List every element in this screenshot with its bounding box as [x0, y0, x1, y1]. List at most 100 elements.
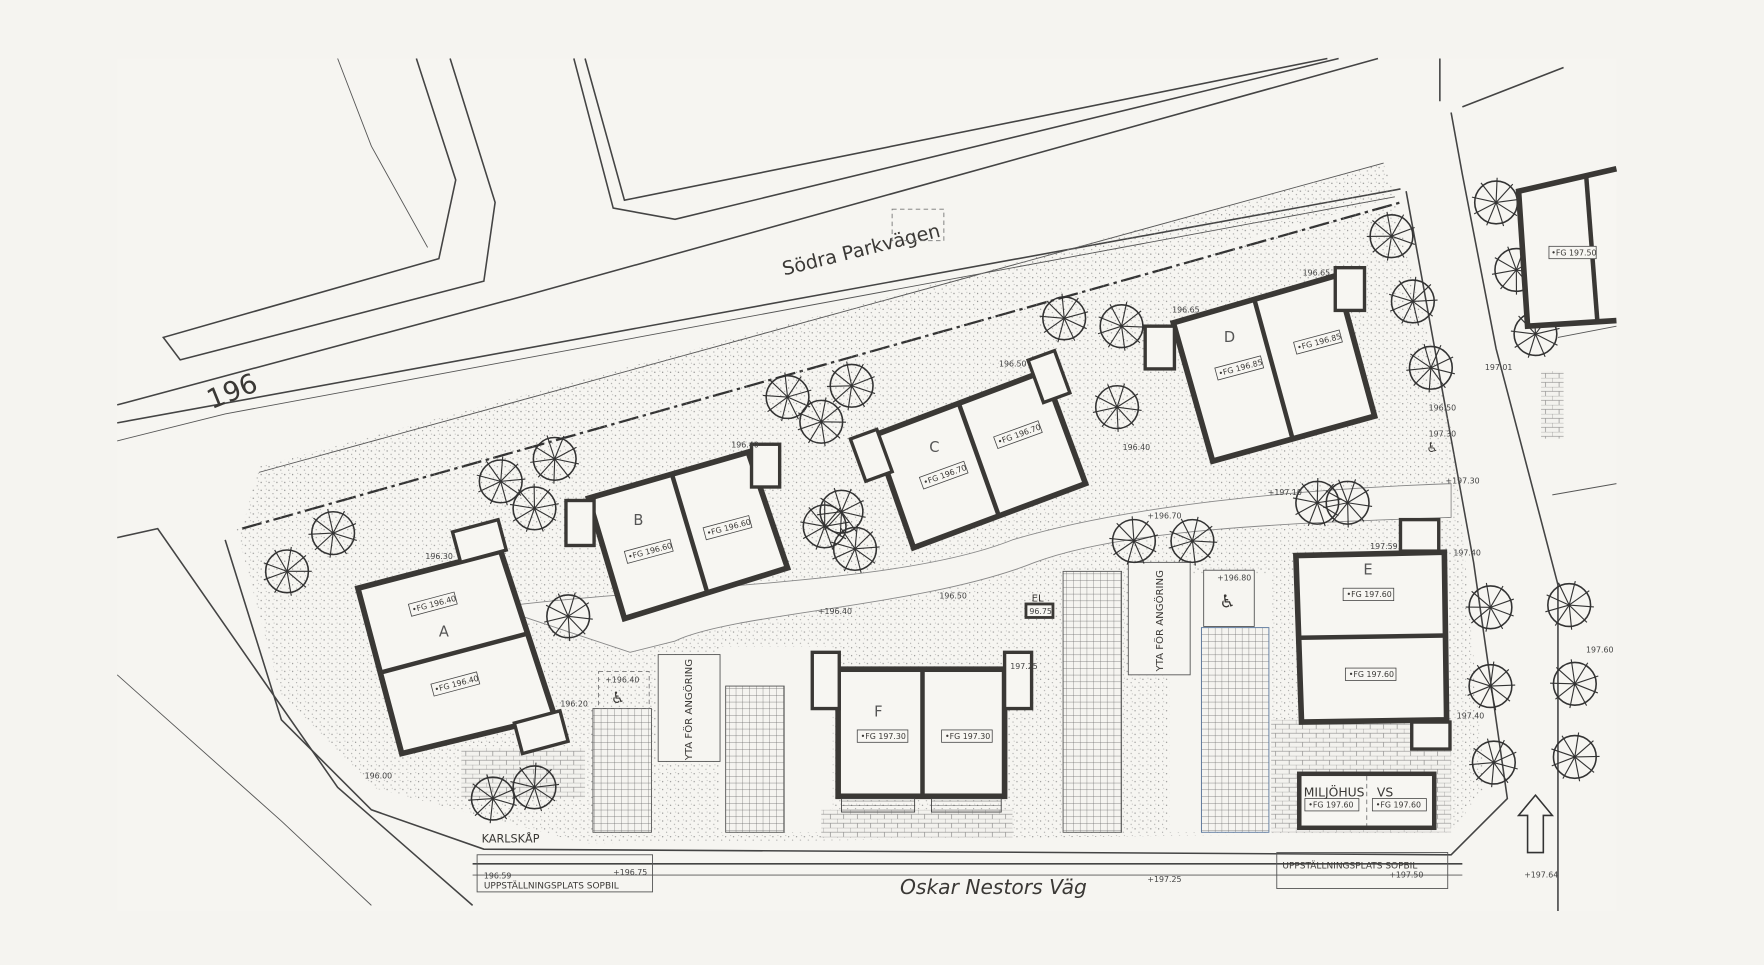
tree-icon: [1092, 383, 1142, 432]
vs-label: VS: [1377, 785, 1393, 799]
tree-icon: [263, 546, 312, 596]
elevation-label: +196.70: [1147, 511, 1181, 520]
sopbil-label-east: UPPSTÄLLNINGSPLATS SOPBIL: [1282, 860, 1417, 871]
tree-icon: [468, 774, 517, 824]
drop-off-areas: YTA FÖR ANGÖRING YTA FÖR ANGÖRING ♿ ♿ ♿: [598, 440, 1438, 762]
elevation-label: 197.60: [1586, 645, 1614, 654]
parking-areas: [592, 570, 1270, 833]
elevation-label: +197.25: [1147, 875, 1181, 884]
accessible-parking-icon: ♿: [1219, 591, 1235, 612]
floor-level-label: •FG 197.60: [1349, 670, 1394, 679]
tree-icon: [762, 372, 812, 422]
elevation-labels: 196.50 196.65 196.65 197.01 196.50 +197.…: [365, 269, 1614, 884]
elevation-label: 196.65: [1303, 269, 1331, 278]
karlskap-label: KARLSKÅP: [482, 832, 540, 845]
tree-icon: [1039, 293, 1089, 343]
tree-icon: [1469, 738, 1518, 788]
elevation-label: 197.40: [1457, 712, 1485, 721]
el-label: EL: [1032, 594, 1044, 605]
building-label: B: [633, 512, 643, 529]
floor-level-label: •FG 197.50: [1551, 248, 1596, 257]
building-e: E •FG 197.60 •FG 197.60: [1292, 517, 1452, 751]
tree-icon: [1168, 516, 1218, 566]
elevation-label: 196.20: [560, 699, 588, 708]
parking-grid: [1062, 570, 1123, 833]
elevation-label: 196.50: [939, 591, 967, 600]
elevation-label: 196.50: [1429, 404, 1457, 413]
elevation-label: 197.59: [1370, 542, 1398, 551]
miljohus: MILJÖHUS VS •FG 197.60 •FG 197.60: [1297, 771, 1437, 831]
building-label: A: [439, 624, 449, 641]
sopbil-label-west: UPPSTÄLLNINGSPLATS SOPBIL: [484, 881, 619, 892]
floor-level-label: •FG 197.60: [1376, 801, 1421, 810]
elevation-label: 197.40: [1453, 549, 1481, 558]
building-c: C •FG 196.70 •FG 196.70: [848, 348, 1090, 552]
elevation-label: +197.64: [1524, 870, 1558, 879]
tree-icon: [1550, 659, 1599, 709]
tree-icon: [1097, 301, 1147, 351]
elevation-label: +197.30: [1445, 477, 1479, 486]
tree-icon: [831, 524, 880, 573]
elevation-label: +196.40: [818, 607, 852, 616]
accessible-parking-icon: ♿: [1426, 440, 1438, 456]
tree-icon: [1389, 276, 1438, 326]
elevation-label: +197.10: [1268, 488, 1302, 497]
electrical-box: EL 96.75: [1024, 594, 1055, 619]
elevation-label: 197.30: [1429, 429, 1457, 438]
elevation-label: 197.01: [1485, 363, 1513, 372]
tree-icon: [816, 487, 866, 537]
tree-icon: [1292, 477, 1342, 527]
elevation-label: 196.30: [425, 552, 453, 561]
building-label: C: [929, 439, 939, 456]
building-b: B •FG 196.60 •FG 196.60: [564, 442, 792, 623]
street-name-south: Oskar Nestors Väg: [900, 875, 1087, 899]
elevation-label: 196.65: [1172, 306, 1200, 315]
tree-icon: [1466, 661, 1516, 711]
tree-icon: [1406, 343, 1455, 393]
tree-icon: [1465, 582, 1514, 632]
elevation-label: 197.25: [1010, 662, 1038, 671]
trees: [263, 177, 1600, 824]
elevation-label: 196.50: [999, 360, 1027, 369]
miljohus-label: MILJÖHUS: [1304, 783, 1365, 799]
tree-icon: [476, 456, 526, 506]
parking-grid: [725, 685, 785, 833]
parking-grid: [592, 708, 652, 833]
elevation-label: +196.75: [613, 868, 647, 877]
tree-icon: [544, 592, 593, 642]
building-label: F: [874, 703, 882, 720]
elevation-label: 196.40: [1123, 443, 1151, 452]
tree-icon: [510, 762, 560, 812]
el-value: 96.75: [1029, 607, 1052, 616]
elevation-label: +196.80: [1217, 573, 1251, 582]
neighbor-building: •FG 197.50: [1515, 165, 1618, 330]
north-arrow-icon: [1516, 793, 1555, 854]
floor-level-label: •FG 197.30: [861, 732, 906, 741]
floor-level-label: •FG 197.60: [1347, 590, 1392, 599]
parking-grid: [1200, 627, 1270, 833]
tree-icon: [1323, 479, 1373, 528]
floor-level-label: •FG 197.30: [945, 732, 990, 741]
building-label: D: [1224, 329, 1235, 346]
elevation-label: 196.59: [484, 871, 512, 880]
tree-icon: [797, 397, 847, 447]
tree-icon: [530, 435, 580, 484]
elevation-label: +197.50: [1389, 870, 1423, 879]
accessible-parking-icon: ♿: [611, 688, 625, 707]
floor-level-label: •FG 197.60: [1308, 801, 1353, 810]
building-a: A •FG 196.40 •FG 196.40: [354, 517, 571, 757]
tree-icon: [800, 501, 850, 550]
tree-icon: [826, 361, 876, 411]
angoring-label-west: YTA FÖR ANGÖRING: [682, 659, 695, 761]
building-label: E: [1363, 562, 1372, 579]
tree-icon: [308, 508, 357, 558]
angoring-label-east: YTA FÖR ANGÖRING: [1153, 570, 1166, 672]
building-f: F •FG 197.30 •FG 197.30: [810, 650, 1034, 813]
tree-icon: [509, 483, 559, 532]
tree-icon: [1366, 211, 1416, 261]
tree-icon: [1545, 580, 1594, 630]
building-d: D •FG 196.85 •FG 196.85: [1143, 265, 1379, 465]
elevation-label: +196.40: [605, 676, 639, 685]
elevation-label: 196.40: [731, 441, 759, 450]
